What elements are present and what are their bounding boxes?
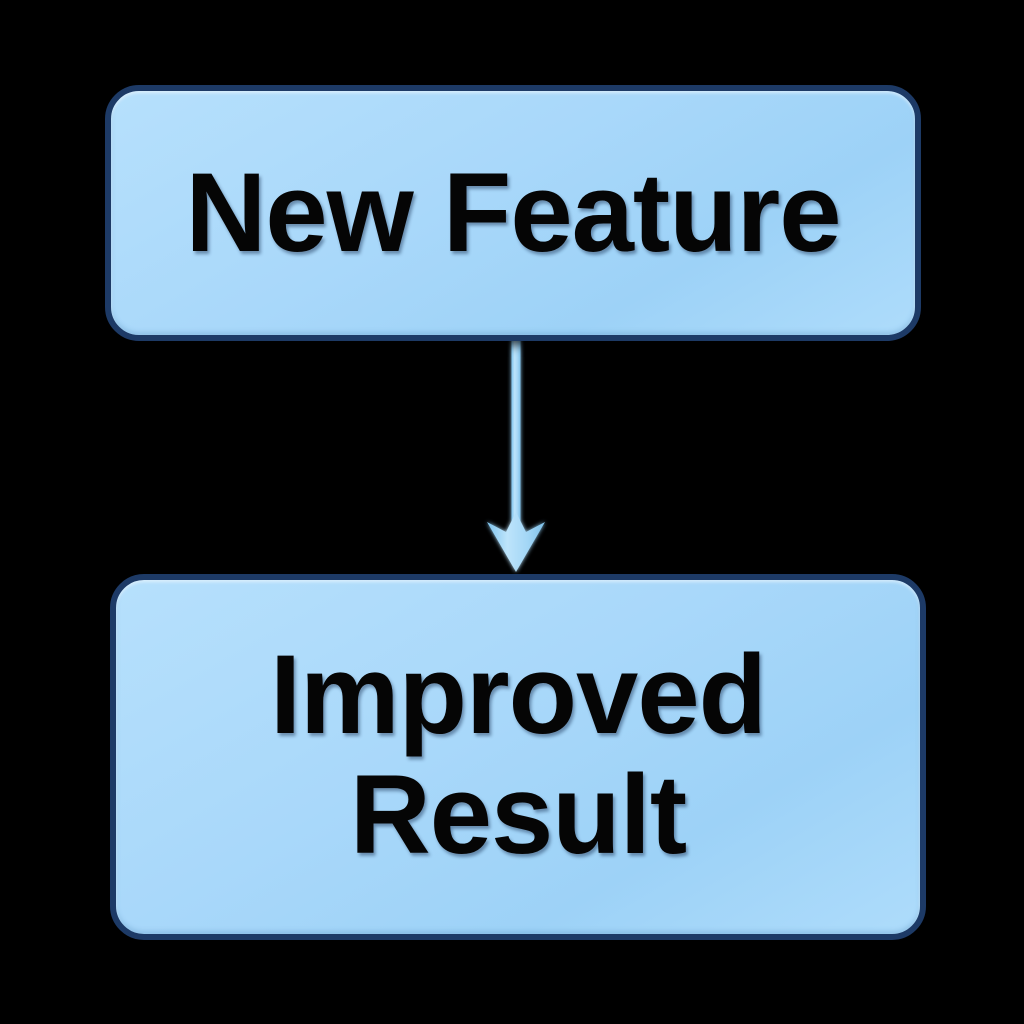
- node-improved-result-label: Improved Result: [269, 632, 767, 877]
- node-new-feature-label: New Feature: [185, 150, 842, 276]
- node-improved-result[interactable]: Improved Result: [110, 574, 926, 940]
- edge-line: [511, 336, 521, 530]
- node-new-feature[interactable]: New Feature: [105, 85, 921, 341]
- edge-arrowhead-icon: [487, 512, 545, 572]
